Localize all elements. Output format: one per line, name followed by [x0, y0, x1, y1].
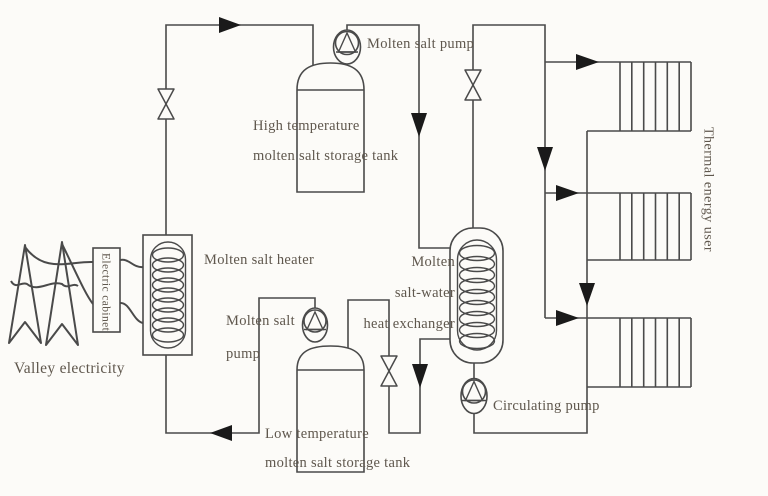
pipes [165, 24, 588, 434]
heat-exchanger-label-line2: salt-water [394, 285, 455, 301]
pipe-exchanger-to-low-temp-tank [347, 299, 458, 434]
exchanger-shell [449, 227, 504, 364]
radiator-3 [545, 317, 692, 388]
flow-arrow-return-down [579, 283, 595, 306]
thermal-energy-user-label: Thermal energy user [700, 127, 716, 253]
flow-arrow-radiator-1 [576, 54, 599, 70]
flow-arrow-radiator-2 [556, 185, 579, 201]
pipe-low-temp-tank-to-heater [165, 297, 316, 434]
radiator-2-fins [619, 193, 692, 260]
valve-icon-salt-return [380, 355, 398, 387]
cabinet-wire-upper [119, 258, 144, 269]
flow-arrow-radiator-3 [556, 310, 579, 326]
flow-arrow-salt-to-exchanger [411, 113, 427, 137]
flow-arrow-salt-return-down [412, 364, 428, 388]
valley-electricity-label: Valley electricity [14, 360, 125, 377]
valve-icon-water-supply [464, 69, 482, 101]
flow-arrow-to-heater-left [210, 425, 232, 441]
molten-salt-pump-1-icon [332, 29, 362, 65]
radiator-2 [545, 192, 692, 261]
cabinet-wire-lower [119, 302, 144, 324]
exchanger-coil-icon [458, 244, 496, 350]
high-temp-tank-shell [296, 62, 365, 193]
radiator-1-fins [619, 62, 692, 131]
molten-salt-pump-low-label-line2: pump [226, 346, 261, 362]
low-temp-tank [296, 345, 365, 473]
high-temp-tank-label-line1: High temperature [253, 118, 360, 134]
circulating-pump-label: Circulating pump [493, 398, 600, 414]
transmission-towers-icon [8, 241, 94, 346]
power-wire-upper [24, 246, 94, 266]
radiator-3-fins [619, 318, 692, 387]
heat-exchanger [449, 227, 504, 364]
low-temp-tank-label-line1: Low temperature [265, 426, 369, 442]
electric-cabinet-label: Electric cabinet [99, 253, 112, 332]
flow-arrows [210, 17, 599, 441]
low-temp-tank-label-line2: molten salt storage tank [265, 455, 411, 471]
heater-coil-icon [151, 247, 185, 343]
flow-arrow-supply-down [537, 147, 553, 171]
pipe-pump1-to-exchanger [346, 24, 458, 249]
pipe-water-supply-line [472, 24, 546, 318]
electric-cabinet-box [92, 247, 144, 333]
heat-exchanger-label: Molten salt-water heat exchanger [340, 247, 455, 340]
tower-1 [8, 244, 42, 344]
low-temp-tank-label: Low temperature molten salt storage tank [265, 420, 410, 478]
molten-salt-pump-2-icon [301, 307, 329, 343]
low-temp-tank-shell [296, 345, 365, 473]
flow-arrow-heater-to-tank [219, 17, 241, 33]
heat-exchanger-label-line1: Molten [411, 254, 455, 270]
radiator-1 [545, 61, 692, 132]
high-temp-tank-label-line2: molten salt storage tank [253, 148, 399, 164]
power-wire-crossarm [10, 280, 79, 289]
high-temp-tank-label: High temperature molten salt storage tan… [253, 111, 398, 171]
tower-2 [45, 241, 79, 346]
heat-exchanger-label-line3: heat exchanger [363, 316, 455, 332]
exchanger-coil-outline [456, 239, 498, 351]
molten-salt-heater [142, 234, 193, 356]
power-wire-lower [61, 243, 94, 305]
molten-salt-heater-label: Molten salt heater [204, 252, 315, 268]
high-temp-tank [296, 62, 365, 193]
heater-coil-outline [149, 241, 187, 349]
molten-salt-pump-top-label: Molten salt pump [367, 36, 475, 52]
molten-salt-pump-low-label: Molten salt pump [226, 305, 295, 371]
circulating-pump-icon [460, 377, 488, 415]
valve-icon-heater-outlet [157, 88, 175, 120]
molten-salt-pump-low-label-line1: Molten salt [226, 313, 295, 329]
pipe-water-return-line [473, 131, 588, 434]
